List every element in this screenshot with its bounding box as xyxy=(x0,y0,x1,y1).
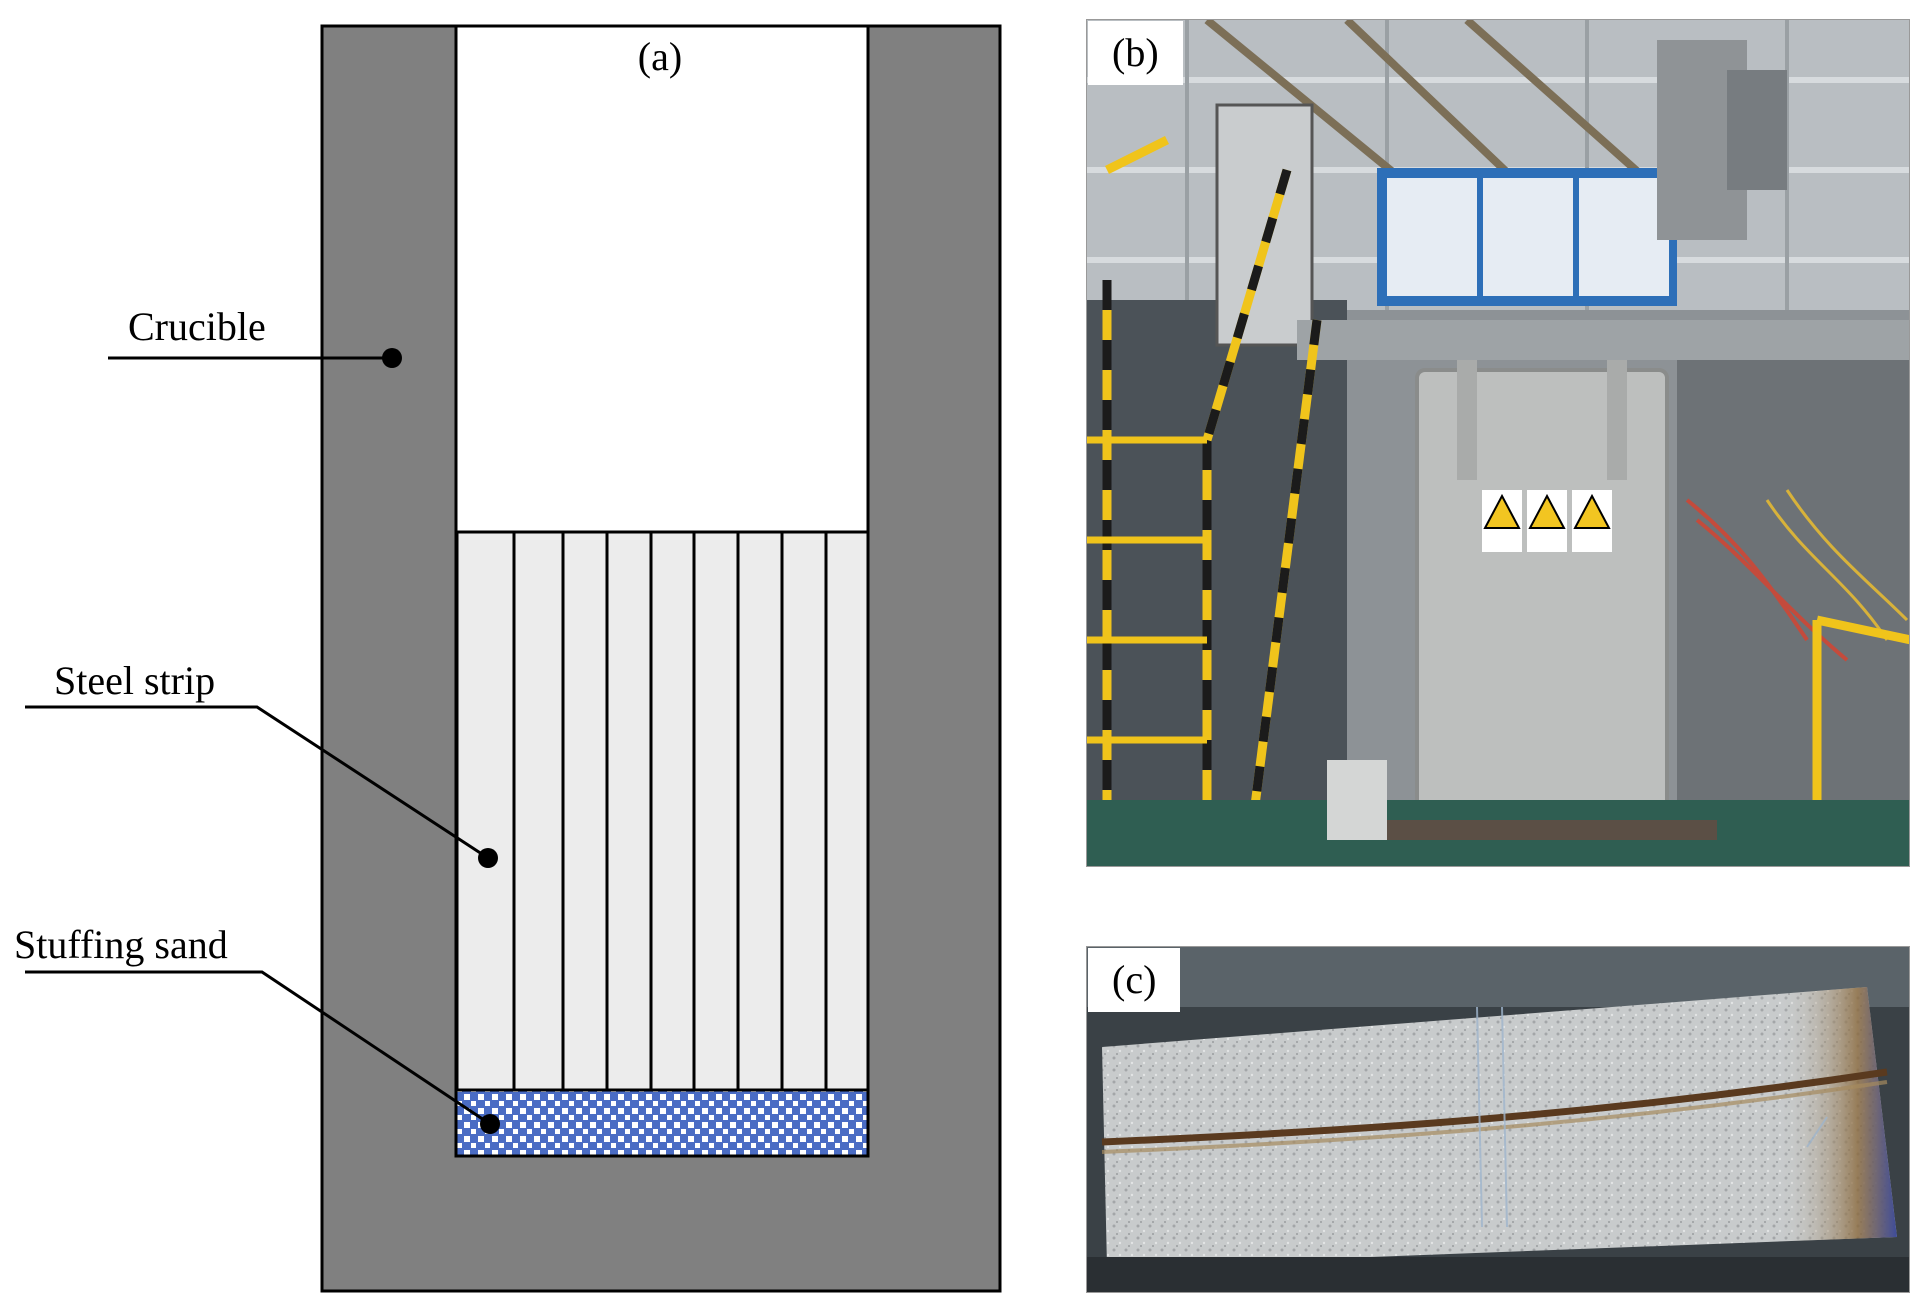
billet-seam xyxy=(1101,1068,1888,1146)
callout-stuffing-sand: Stuffing sand xyxy=(14,922,500,1134)
steel-strip-pointer-dot xyxy=(478,848,498,868)
crucible-label: Crucible xyxy=(128,304,266,349)
panel-a-label: (a) xyxy=(638,34,682,79)
billet-sample-photo: (c) xyxy=(1086,946,1910,1293)
stuffing-sand-label: Stuffing sand xyxy=(14,922,228,967)
panel-c-label: (c) xyxy=(1088,948,1181,1012)
billet-sample-svg xyxy=(1087,947,1909,1292)
callout-crucible: Crucible xyxy=(108,304,402,368)
panel-b-label: (b) xyxy=(1088,21,1183,85)
schematic-svg: (a) Crucible Steel strip Stuffing sand xyxy=(14,24,1002,1293)
furnace-photo: (b) xyxy=(1086,19,1910,867)
steel-strip-stack xyxy=(455,530,870,1092)
stuffing-sand-pointer-dot xyxy=(480,1114,500,1134)
stuffing-sand-layer xyxy=(454,1088,870,1158)
callout-steel-strip: Steel strip xyxy=(25,658,498,868)
steel-strip-label: Steel strip xyxy=(54,658,215,703)
crucible-cavity xyxy=(454,24,870,534)
crucible-pointer-dot xyxy=(382,348,402,368)
furnace-photo-svg xyxy=(1087,20,1909,866)
crucible-schematic: (a) Crucible Steel strip Stuffing sand xyxy=(14,24,1002,1293)
